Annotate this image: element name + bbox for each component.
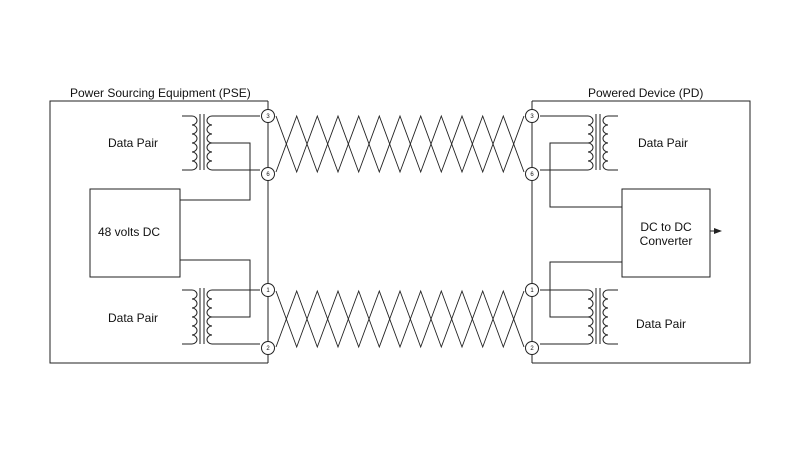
pd-top-transformer [540,114,622,208]
pse-power-source-label: 48 volts DC [98,225,161,239]
pd-pin-2-label: 2 [530,346,534,352]
pse-pin-2-label: 2 [266,346,270,352]
pd-pin-3-terminal [525,109,539,123]
pd-converter-label-line1: DC to DC [640,220,692,234]
upper-cable-wire-2 [275,114,525,174]
pse-pin-6-terminal [261,167,275,181]
upper-cable-wire-1 [275,114,525,174]
pse-pin-6-label: 6 [266,172,270,178]
pse-enclosure [49,100,268,364]
pse-pin-1-label: 1 [266,288,270,294]
pse-title: Power Sourcing Equipment (PSE) [70,86,251,100]
pd-pin-2-terminal [525,341,539,355]
pd-title: Powered Device (PD) [588,86,704,100]
pse-pin-3-label: 3 [266,114,270,120]
pse-power-source-box [89,188,181,278]
pd-converter-box [621,188,711,278]
pd-top-data-pair-label: Data Pair [638,136,689,150]
pd-pin-3-label: 3 [530,114,534,120]
twisted-pair-cables [275,114,525,349]
pd-pin-6-label: 6 [530,172,534,178]
lower-cable-wire-1 [275,289,525,349]
pse-top-transformer [180,114,260,201]
pse-top-data-pair-label: Data Pair [108,136,159,150]
pse-pin-2-terminal [261,341,275,355]
pse-bottom-transformer [180,259,260,345]
pd-pin-1-terminal [525,283,539,297]
converter-output-arrow-icon [714,228,722,234]
pse-pin-3-terminal [261,109,275,123]
pin-terminals: 3 6 1 2 3 6 1 2 [261,109,539,355]
pd-bottom-transformer [540,261,622,345]
pd-pin-1-label: 1 [530,288,534,294]
pd-bottom-data-pair-label: Data Pair [636,317,687,331]
lower-cable-wire-2 [275,289,525,349]
pse-pin-1-terminal [261,283,275,297]
pd-enclosure [532,100,751,364]
pse-bottom-data-pair-label: Data Pair [108,311,159,325]
pd-converter-label-line2: Converter [639,234,693,248]
pd-pin-6-terminal [525,167,539,181]
